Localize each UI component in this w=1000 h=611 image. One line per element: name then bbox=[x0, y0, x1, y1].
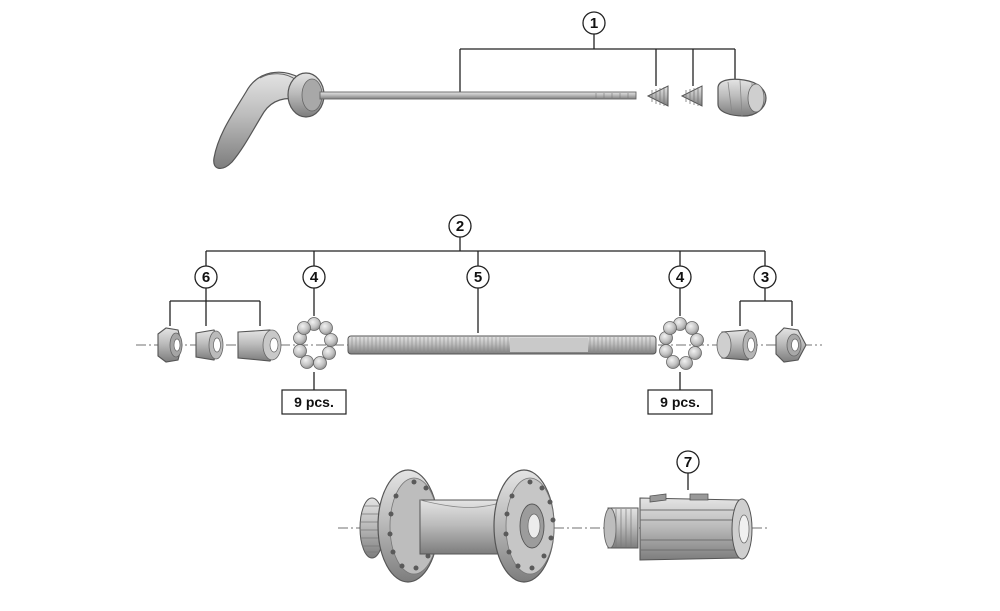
leader-6 bbox=[169, 288, 261, 326]
callout-4-left: 4 bbox=[302, 265, 326, 289]
callout-7: 7 bbox=[676, 450, 700, 474]
left-locknut bbox=[157, 327, 183, 363]
leader-2 bbox=[205, 237, 766, 266]
callout-1: 1 bbox=[582, 11, 606, 35]
hub-shell bbox=[359, 469, 556, 583]
callout-2: 2 bbox=[448, 214, 472, 238]
callout-3-label: 3 bbox=[761, 269, 769, 286]
callout-7-label: 7 bbox=[684, 454, 692, 471]
axle bbox=[347, 335, 657, 355]
right-locknut bbox=[775, 327, 807, 363]
callout-4-right: 4 bbox=[668, 265, 692, 289]
hub-and-freehub: 7 bbox=[338, 450, 768, 583]
callout-6: 6 bbox=[194, 265, 218, 289]
callout-5: 5 bbox=[466, 265, 490, 289]
callout-6-label: 6 bbox=[202, 269, 210, 286]
left-spacer bbox=[237, 329, 282, 362]
leader-1 bbox=[459, 34, 736, 92]
callout-4-right-label: 4 bbox=[676, 269, 685, 286]
skewer-adjusting-nut bbox=[717, 78, 767, 117]
skewer-spring-left bbox=[646, 85, 669, 107]
callout-5-label: 5 bbox=[474, 269, 482, 286]
callout-1-label: 1 bbox=[590, 15, 598, 32]
qty-label-right: 9 pcs. bbox=[660, 394, 700, 410]
freehub-body bbox=[603, 493, 753, 561]
axle-assembly: 2 6 bbox=[136, 214, 822, 415]
callout-3: 3 bbox=[753, 265, 777, 289]
right-ball-bearings bbox=[659, 317, 704, 370]
callout-4-left-label: 4 bbox=[310, 269, 319, 286]
leader-3 bbox=[739, 288, 793, 326]
skewer-spring-right bbox=[680, 85, 703, 107]
skewer-lever bbox=[213, 71, 301, 169]
qty-box-left: 9 pcs. bbox=[281, 389, 347, 415]
left-ball-bearings bbox=[293, 317, 338, 370]
callout-2-label: 2 bbox=[456, 218, 464, 235]
quick-release-skewer: 1 bbox=[213, 11, 767, 169]
qty-label-left: 9 pcs. bbox=[294, 394, 334, 410]
qty-box-right: 9 pcs. bbox=[647, 389, 713, 415]
left-cone bbox=[195, 329, 224, 361]
skewer-rod bbox=[319, 91, 637, 100]
right-cone bbox=[716, 329, 758, 361]
